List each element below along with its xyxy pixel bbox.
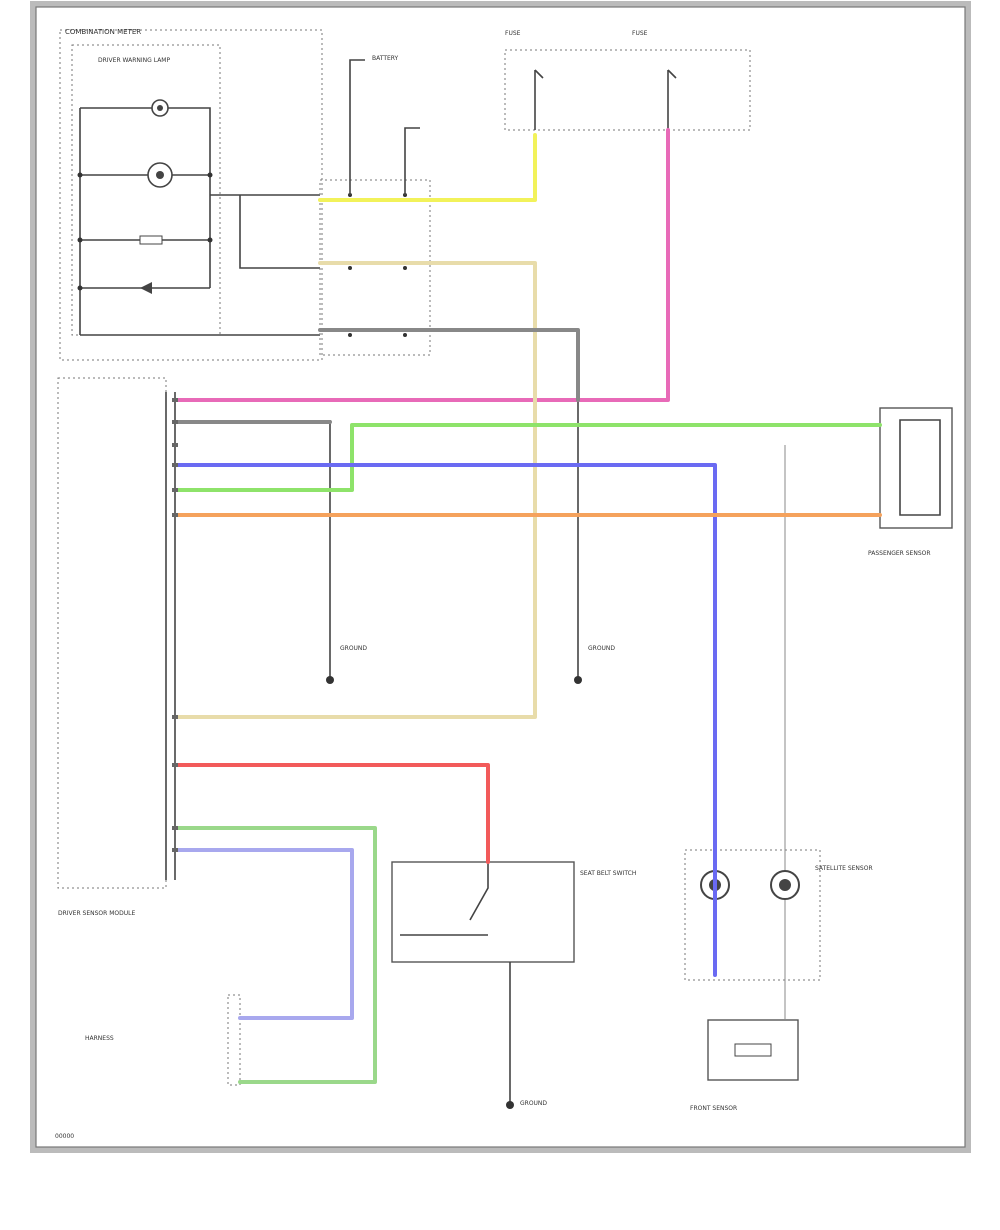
harness-label: HARNESS [85,1035,114,1042]
fuse-block: FUSE FUSE [504,30,751,131]
combination-meter-block: COMBINATION METER DRIVER WARNING LAMP [59,28,323,361]
svg-text:GROUND: GROUND [588,645,615,652]
ground-bottom-label: GROUND [520,1100,547,1107]
battery-label: BATTERY [372,55,399,62]
wire-light-green [173,826,377,1084]
satellite-sensor-label: SATELLITE SENSOR [815,865,873,872]
belt-switch-block: SEAT BELT SWITCH GROUND [391,861,636,1109]
ground-left: GROUND [326,420,367,684]
sensor-module-block: DRIVER SENSOR MODULE [57,377,176,917]
sensor-module-label: DRIVER SENSOR MODULE [58,910,135,917]
fuse-b-label: FUSE [632,30,648,37]
meter-connector [319,59,431,356]
module-pins [172,398,178,852]
fuse-a-label: FUSE [505,30,521,37]
wire-tan [173,261,537,719]
warning-lamp-label: DRIVER WARNING LAMP [98,57,170,64]
passenger-sensor-label: PASSENGER SENSOR [868,550,931,557]
wire-gray [318,328,580,402]
svg-text:GROUND: GROUND [340,645,367,652]
wire-red [173,763,490,864]
wire-pink [173,128,670,402]
front-sensor-label: FRONT SENSOR [690,1105,737,1112]
combination-meter-label: COMBINATION METER [65,28,141,36]
ground-right: GROUND [574,335,615,684]
wire-light-blue [173,848,354,1020]
page-code: 00000 [55,1133,74,1140]
wire-yellow [318,133,537,202]
wire-green [173,423,882,492]
wire-blue [173,463,717,977]
passenger-sensor-block: PASSENGER SENSOR [868,407,953,557]
belt-switch-label: SEAT BELT SWITCH [580,870,636,877]
page-frame [30,1,971,1153]
harness-block: HARNESS [85,994,241,1086]
